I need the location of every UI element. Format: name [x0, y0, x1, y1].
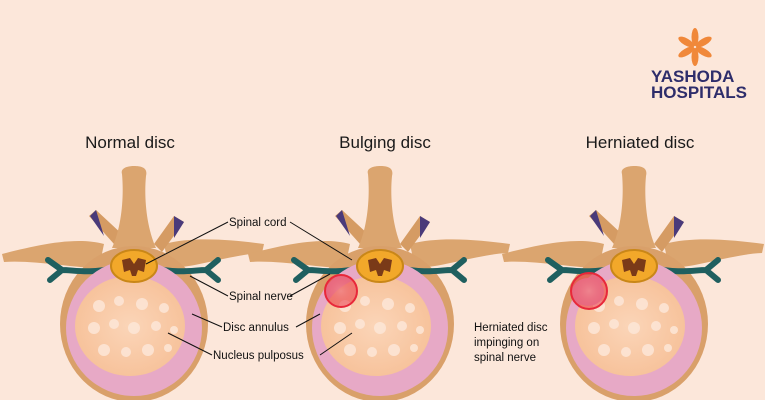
flower-icon	[678, 28, 712, 66]
label-spinal-cord: Spinal cord	[229, 217, 287, 229]
label-nucleus-pulposus: Nucleus pulposus	[213, 350, 304, 362]
label-herniated-2: impinging on	[474, 337, 539, 349]
label-disc-annulus: Disc annulus	[223, 322, 289, 334]
label-herniated-3: spinal nerve	[474, 352, 536, 364]
leader-lines	[145, 221, 353, 356]
bulging-disc-illustration	[248, 166, 510, 400]
label-herniated-1: Herniated disc	[474, 322, 548, 334]
bulge-highlight	[324, 274, 358, 308]
normal-disc-illustration	[2, 166, 264, 400]
label-spinal-nerve: Spinal nerve	[229, 291, 293, 303]
title-herniated-disc: Herniated disc	[586, 133, 695, 152]
logo-line1: YASHODA	[651, 67, 734, 86]
logo-line2: HOSPITALS	[651, 83, 747, 102]
title-normal-disc: Normal disc	[85, 133, 175, 152]
herniated-disc-illustration	[502, 166, 764, 400]
yashoda-hospitals-logo: YASHODA HOSPITALS	[651, 28, 747, 102]
title-bulging-disc: Bulging disc	[339, 133, 431, 152]
herniation-highlight	[570, 272, 608, 310]
